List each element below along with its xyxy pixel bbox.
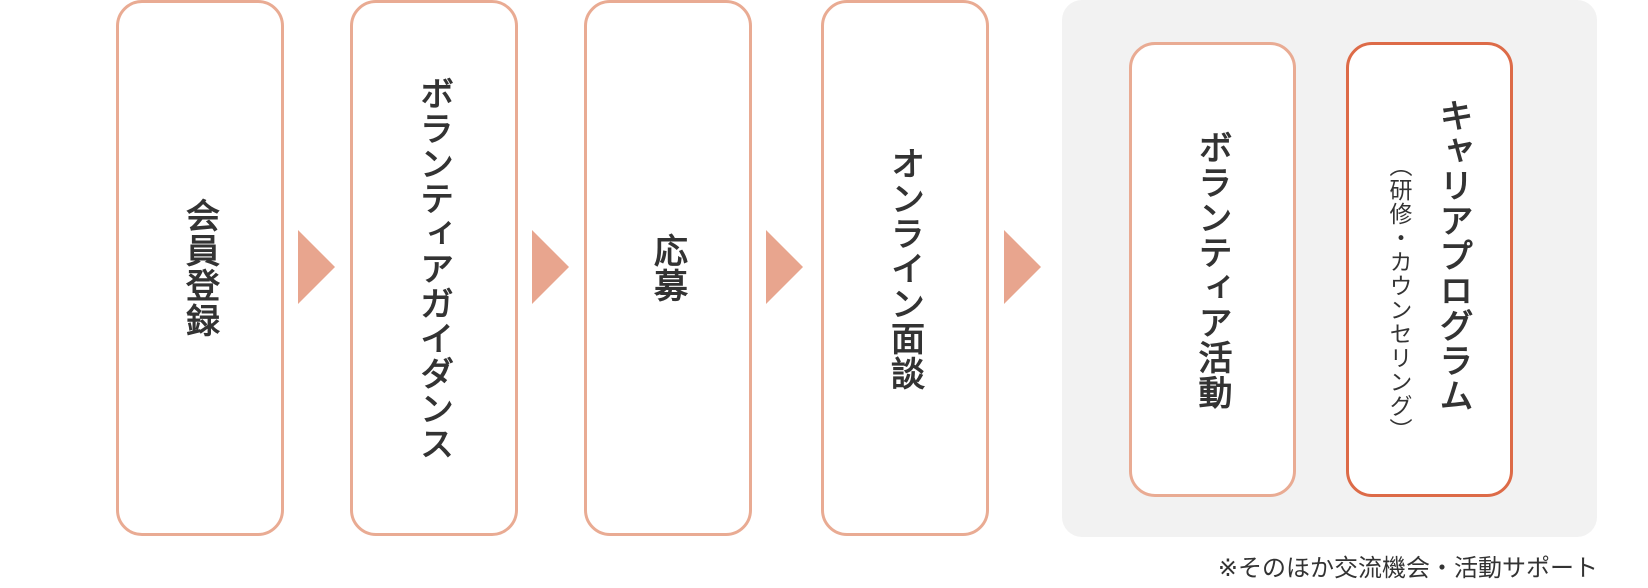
footnote: ※そのほか交流機会・活動サポート	[1217, 554, 1598, 582]
step-label: オンライン面談	[884, 145, 925, 391]
career-program-text: キャリアプログラム （研修・カウンセリング）	[1381, 98, 1478, 442]
step-label: 応募	[647, 233, 688, 303]
step-volunteer-guidance: ボランティアガイダンス	[350, 0, 518, 536]
step-member-registration: 会員登録	[116, 0, 284, 536]
arrow-right-icon	[532, 230, 569, 304]
arrow-right-icon	[1004, 230, 1041, 304]
step-label: ボランティア活動	[1192, 129, 1232, 410]
step-volunteer-activity: ボランティア活動	[1129, 42, 1296, 497]
step-label: ボランティアガイダンス	[413, 75, 454, 461]
step-career-program: キャリアプログラム （研修・カウンセリング）	[1346, 42, 1513, 497]
step-application: 応募	[584, 0, 752, 536]
arrow-right-icon	[298, 230, 335, 304]
step-online-interview: オンライン面談	[821, 0, 989, 536]
step-label: 会員登録	[179, 198, 220, 338]
step-label: キャリアプログラム	[1433, 97, 1473, 413]
step-sublabel: （研修・カウンセリング）	[1385, 153, 1411, 442]
arrow-right-icon	[766, 230, 803, 304]
